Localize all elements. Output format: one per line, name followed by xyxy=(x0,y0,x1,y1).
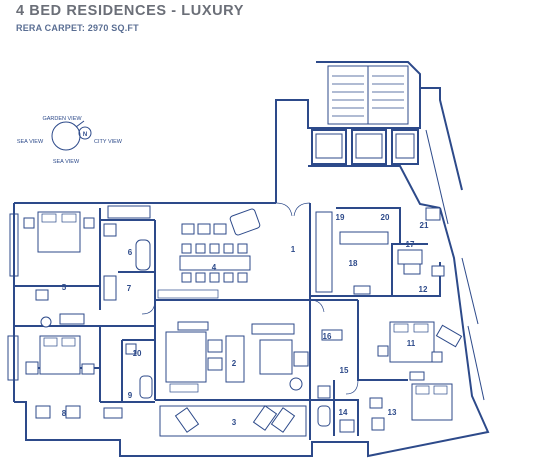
bed-5 xyxy=(37,211,81,253)
compass-north-label: N xyxy=(83,132,87,138)
room-number-1: 1 xyxy=(291,245,296,254)
plan-title: 4 BED RESIDENCES - LUXURY xyxy=(16,3,244,19)
room-number-11: 11 xyxy=(407,339,416,348)
lift-3 xyxy=(391,129,419,165)
terrace xyxy=(159,405,307,437)
sofa xyxy=(165,331,207,383)
room-numbers: 1 2 3 4 5 6 7 8 9 10 11 12 13 14 15 16 1… xyxy=(62,213,429,427)
bedroom-8-furniture xyxy=(25,335,95,419)
bathtub-6 xyxy=(135,239,151,271)
bathtub-9 xyxy=(139,375,153,399)
room-number-5: 5 xyxy=(62,283,67,292)
room-number-21: 21 xyxy=(420,221,429,230)
dining-table xyxy=(179,255,251,271)
door-swings xyxy=(141,202,359,395)
room-number-15: 15 xyxy=(340,366,349,375)
lift-1 xyxy=(311,129,347,165)
living-furniture xyxy=(165,321,309,393)
compass-label-right: CITY VIEW xyxy=(94,139,123,145)
plan-subtitle: RERA CARPET: 2970 SQ.FT xyxy=(16,23,139,33)
compass-label-bottom: SEA VIEW xyxy=(53,159,80,165)
bath-6-7-fixtures xyxy=(103,205,151,301)
plant xyxy=(289,377,303,391)
service-core xyxy=(275,61,463,225)
room-number-3: 3 xyxy=(232,418,237,427)
room-number-16: 16 xyxy=(323,332,332,341)
room-number-20: 20 xyxy=(381,213,390,222)
coffee-table xyxy=(225,335,245,383)
room-number-14: 14 xyxy=(339,408,348,417)
room-number-18: 18 xyxy=(349,259,358,268)
compass-label-left: SEA VIEW xyxy=(17,139,44,145)
room-number-6: 6 xyxy=(128,248,133,257)
room-number-17: 17 xyxy=(406,240,415,249)
compass-label-top: GARDEN VIEW xyxy=(42,116,82,122)
room-number-10: 10 xyxy=(133,349,142,358)
room-number-9: 9 xyxy=(128,391,133,400)
kitchen-fixtures xyxy=(315,207,445,295)
room-number-2: 2 xyxy=(232,359,237,368)
room-number-8: 8 xyxy=(62,409,67,418)
room-number-19: 19 xyxy=(336,213,345,222)
bedroom-11-furniture xyxy=(377,321,463,363)
kitchen-counter xyxy=(315,211,333,293)
compass: N GARDEN VIEW SEA VIEW CITY VIEW SEA VIE… xyxy=(17,116,123,165)
apartment-outline xyxy=(7,165,490,458)
dining-furniture xyxy=(157,208,261,299)
bed-8 xyxy=(39,335,81,375)
room-number-7: 7 xyxy=(127,284,132,293)
piano xyxy=(229,208,261,236)
room-number-12: 12 xyxy=(419,285,428,294)
bedroom-5-furniture xyxy=(23,211,95,328)
window-west xyxy=(9,213,19,277)
bedroom-13-furniture xyxy=(369,371,453,431)
bath-14-15-16-fixtures xyxy=(317,329,355,433)
partitions xyxy=(14,203,441,440)
room-number-13: 13 xyxy=(388,408,397,417)
compass-north-marker xyxy=(78,126,92,140)
terrace-deck xyxy=(159,405,307,437)
bed-11 xyxy=(389,321,435,363)
room-number-4: 4 xyxy=(212,263,217,272)
lift-2 xyxy=(351,129,387,165)
bed-13 xyxy=(411,383,453,421)
bath-9-10-fixtures xyxy=(103,343,153,419)
compass-ring xyxy=(51,121,81,151)
